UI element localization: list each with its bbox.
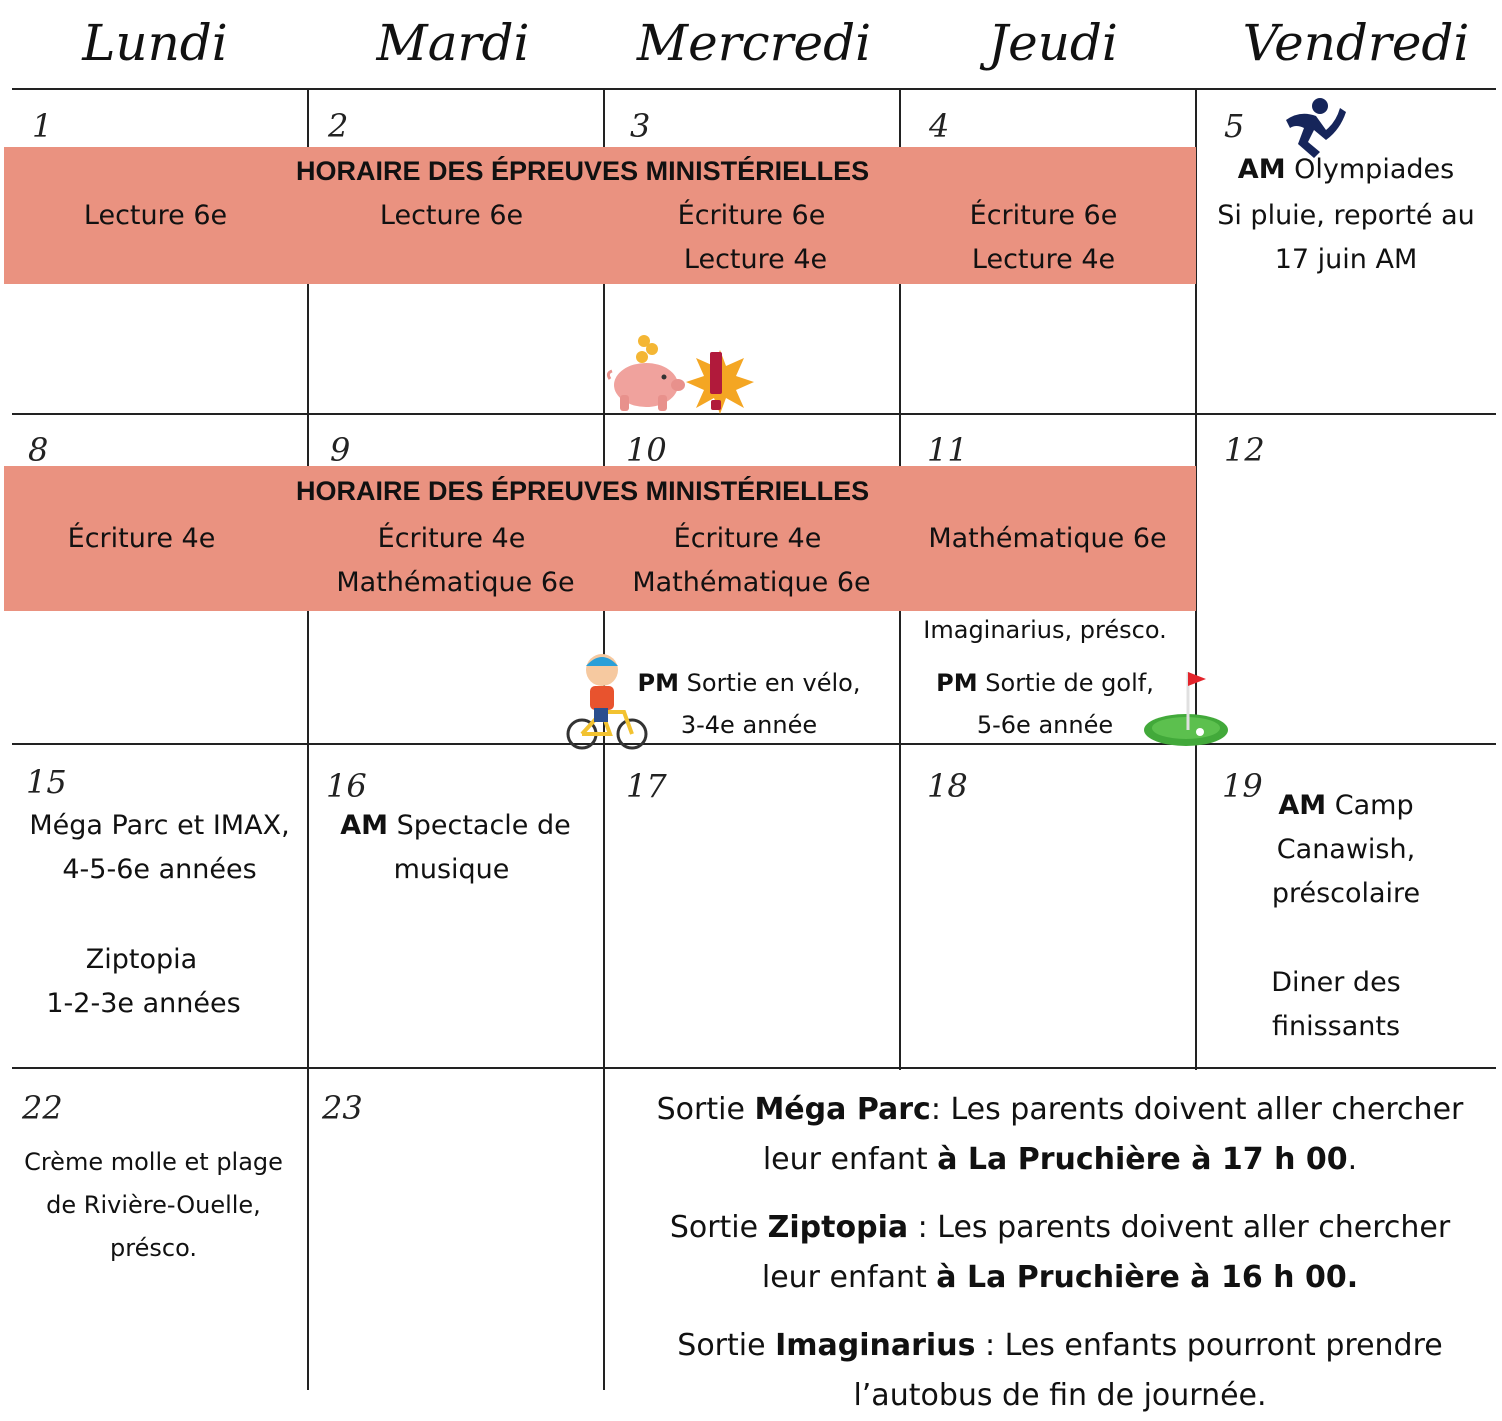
piggy-bank-icon (606, 333, 686, 415)
exam-wed-w2-line1: Écriture 4e (673, 523, 822, 554)
camp-event: AM Camp (1278, 790, 1414, 821)
golf-outing-grade: 5-6e année (976, 711, 1114, 739)
bike-outing-event: PM Sortie en vélo, (637, 669, 861, 697)
grid-line (12, 413, 1496, 415)
exam-wed-w2-line2: Mathématique 6e (632, 567, 871, 598)
exam-band-week1 (4, 147, 1196, 284)
date-22: 22 (22, 1089, 63, 1127)
camp-line2: Canawish, (1276, 834, 1416, 865)
date-9: 9 (330, 431, 351, 469)
exam-mon-w1: Lecture 6e (83, 200, 228, 231)
date-23: 23 (322, 1089, 363, 1127)
olympiades-event: AM Olympiades (1237, 154, 1455, 185)
note-ziptopia: Sortie Ziptopia : Les parents doivent al… (669, 1210, 1451, 1295)
music-show-event: AM Spectacle de (340, 810, 571, 841)
mega-parc-grades: 4-5-6e années (62, 854, 257, 885)
camp-line3: préscolaire (1271, 878, 1421, 909)
bike-outing-grade: 3-4e année (680, 711, 818, 739)
exam-tue-w2-line1: Écriture 4e (377, 523, 526, 554)
date-16: 16 (326, 767, 367, 805)
ice-cream-line2: de Rivière-Ouelle, (46, 1191, 261, 1219)
runner-icon (1280, 96, 1350, 160)
olympiades-rain-date: 17 juin AM (1274, 244, 1418, 275)
day-name-lundi: Lundi (82, 14, 228, 72)
date-12: 12 (1224, 431, 1265, 469)
exam-wed-w1-line1: Écriture 6e (677, 200, 826, 231)
ice-cream-line3: présco. (110, 1234, 197, 1262)
grid-line (12, 1067, 1496, 1069)
diner-finissants-line2: finissants (1271, 1011, 1401, 1042)
exam-tue-w1: Lecture 6e (379, 200, 524, 231)
date-3: 3 (630, 107, 651, 145)
day-name-vendredi: Vendredi (1242, 14, 1470, 72)
date-17: 17 (626, 767, 667, 805)
date-10: 10 (626, 431, 667, 469)
grid-line (1195, 90, 1197, 1070)
golf-outing-event: PM Sortie de golf, (936, 669, 1154, 697)
date-4: 4 (929, 107, 950, 145)
date-18: 18 (927, 767, 968, 805)
ziptopia-grades: 1-2-3e années (46, 988, 241, 1019)
exam-band-title: HORAIRE DES ÉPREUVES MINISTÉRIELLES (296, 476, 870, 506)
imaginarius-event: Imaginarius, présco. (923, 616, 1167, 644)
day-name-mardi: Mardi (376, 14, 530, 72)
diner-finissants-line1: Diner des (1271, 967, 1401, 998)
day-name-jeudi: Jeudi (988, 14, 1118, 72)
exam-mon-w2: Écriture 4e (67, 523, 216, 554)
grid-line (12, 743, 1496, 745)
date-19: 19 (1222, 767, 1263, 805)
exam-thu-w1-line1: Écriture 6e (969, 200, 1118, 231)
exam-thu-w1-line2: Lecture 4e (971, 244, 1116, 275)
date-2: 2 (328, 107, 349, 145)
exclamation-burst-icon (684, 348, 756, 414)
grid-line (603, 90, 605, 1390)
olympiades-rain: Si pluie, reporté au (1217, 200, 1475, 231)
note-mega-parc: Sortie Méga Parc: Les parents doivent al… (656, 1092, 1464, 1177)
day-name-mercredi: Mercredi (636, 14, 872, 72)
mega-parc-event: Méga Parc et IMAX, (29, 810, 290, 841)
grid-line (307, 90, 309, 1390)
note-imaginarius: Sortie Imaginarius : Les enfants pourron… (677, 1328, 1443, 1413)
cyclist-icon (564, 648, 650, 752)
exam-band-title: HORAIRE DES ÉPREUVES MINISTÉRIELLES (296, 156, 870, 186)
date-8: 8 (28, 431, 49, 469)
ice-cream-event: Crème molle et plage (24, 1148, 283, 1176)
date-1: 1 (32, 107, 53, 145)
exam-wed-w1-line2: Lecture 4e (683, 244, 828, 275)
music-show-line2: musique (393, 854, 510, 885)
date-11: 11 (927, 431, 968, 469)
golf-flag-icon (1142, 668, 1232, 748)
exam-tue-w2-line2: Mathématique 6e (336, 567, 575, 598)
date-15: 15 (26, 763, 67, 801)
grid-line (12, 88, 1496, 90)
exam-band-week2 (4, 466, 1196, 611)
exam-thu-w2: Mathématique 6e (928, 523, 1167, 554)
date-5: 5 (1224, 107, 1245, 145)
ziptopia-event: Ziptopia (85, 944, 198, 975)
